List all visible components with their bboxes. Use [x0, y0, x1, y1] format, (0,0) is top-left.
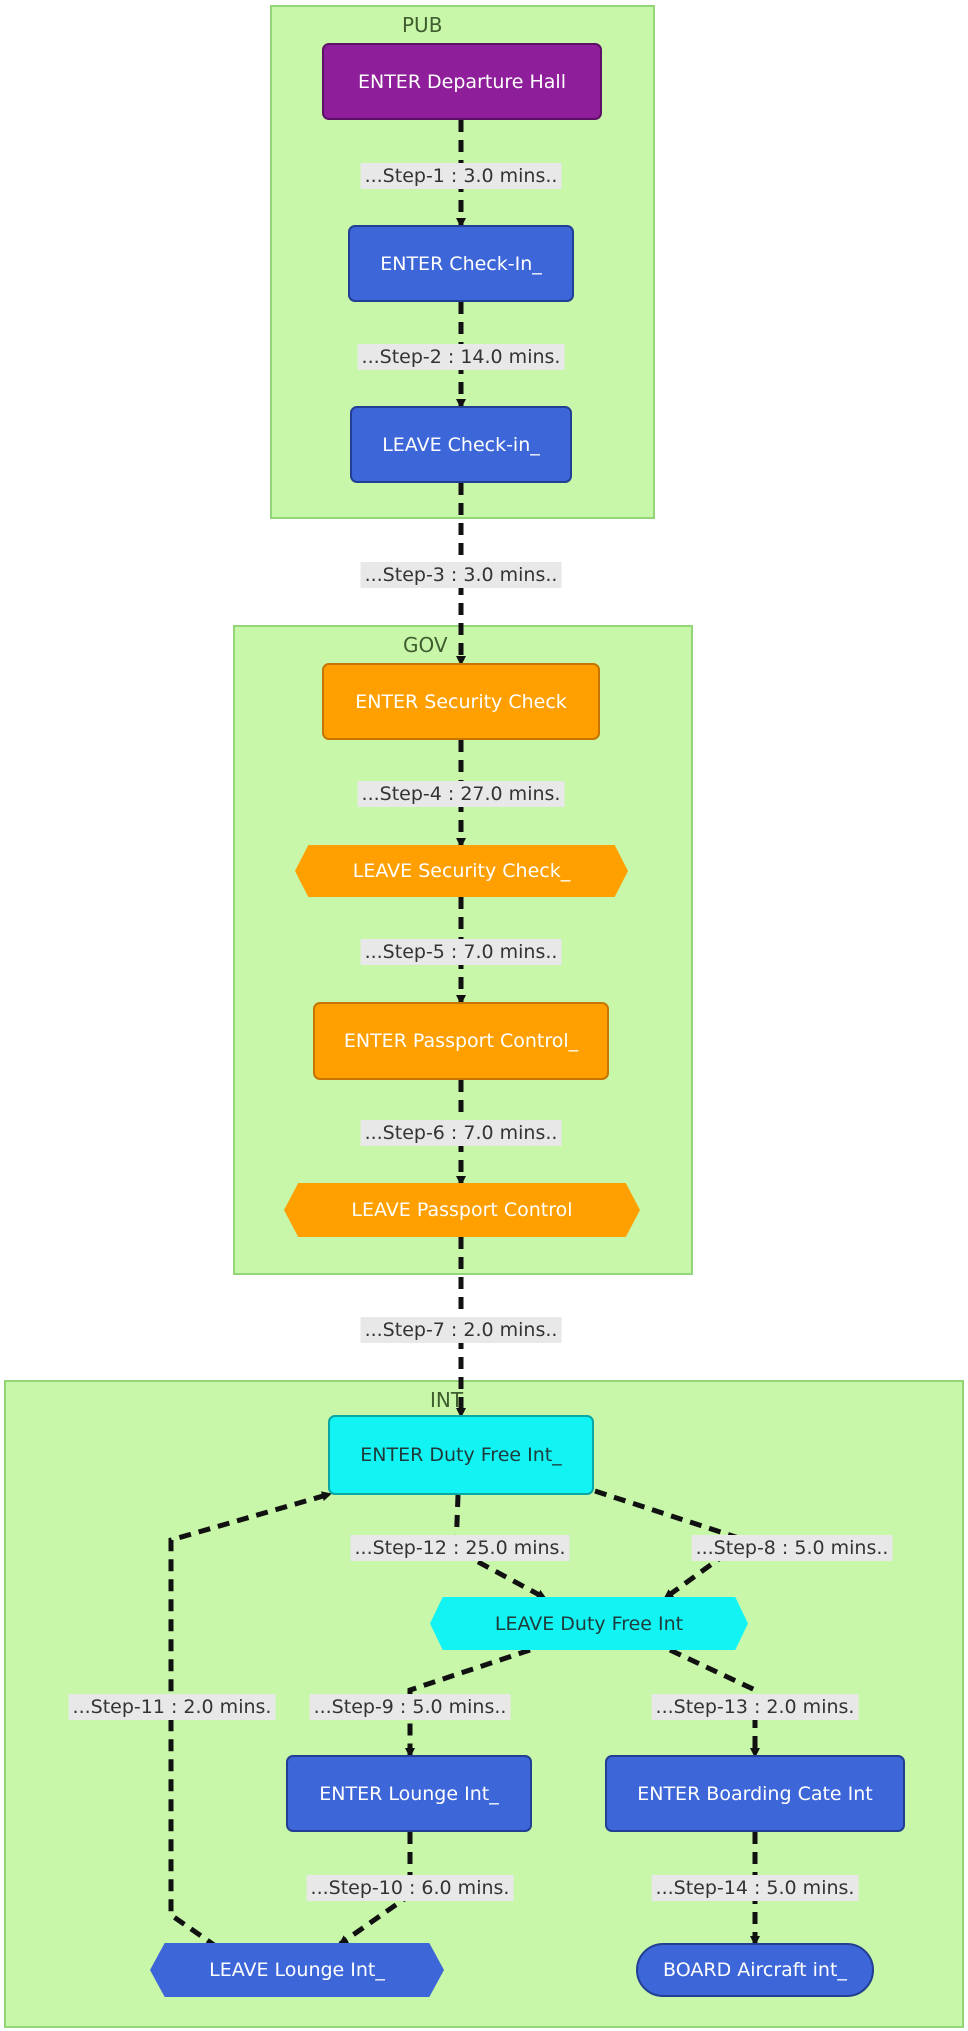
- edge-label-step-1: ...Step-1 : 3.0 mins..: [360, 163, 562, 189]
- edge-label-step-12: ...Step-12 : 25.0 mins.: [350, 1535, 570, 1561]
- node-enter-security-check-label: ENTER Security Check: [355, 690, 567, 713]
- node-leave-check-in: LEAVE Check-in_: [350, 406, 572, 483]
- node-enter-boarding-gate-label: ENTER Boarding Cate Int: [637, 1782, 873, 1805]
- edge-label-step-3: ...Step-3 : 3.0 mins..: [360, 562, 562, 588]
- edge-step-13: [668, 1647, 760, 1758]
- node-leave-lounge: LEAVE Lounge Int_: [150, 1943, 444, 1997]
- node-enter-check-in-label: ENTER Check-In_: [380, 252, 542, 275]
- node-enter-duty-free: ENTER Duty Free Int_: [328, 1415, 594, 1495]
- edge-step-9: [405, 1647, 531, 1758]
- edge-label-step-9: ...Step-9 : 5.0 mins..: [309, 1694, 511, 1720]
- edge-label-step-8: ...Step-8 : 5.0 mins..: [691, 1535, 893, 1561]
- cluster-pub-label: PUB: [402, 13, 443, 37]
- edge-label-step-2: ...Step-2 : 14.0 mins.: [357, 344, 565, 370]
- edge-label-step-11: ...Step-11 : 2.0 mins.: [68, 1694, 276, 1720]
- node-enter-duty-free-label: ENTER Duty Free Int_: [360, 1444, 562, 1466]
- edge-label-step-10: ...Step-10 : 6.0 mins.: [306, 1875, 514, 1901]
- node-leave-security-check: LEAVE Security Check_: [295, 845, 628, 897]
- node-enter-departure-hall-label: ENTER Departure Hall: [357, 70, 566, 93]
- node-board-aircraft-label: BOARD Aircraft int_: [663, 1959, 847, 1981]
- edge-label-step-14: ...Step-14 : 5.0 mins.: [651, 1875, 859, 1901]
- node-enter-check-in: ENTER Check-In_: [348, 225, 574, 302]
- edge-label-step-7: ...Step-7 : 2.0 mins..: [360, 1317, 562, 1343]
- edge-label-step-13: ...Step-13 : 2.0 mins.: [651, 1694, 859, 1720]
- edge-step-11: [168, 1491, 332, 1973]
- edge-step-12: [453, 1494, 547, 1601]
- node-enter-lounge-label: ENTER Lounge Int_: [319, 1782, 499, 1805]
- node-enter-security-check: ENTER Security Check: [322, 663, 600, 740]
- node-leave-duty-free-label: LEAVE Duty Free Int: [494, 1612, 684, 1635]
- edge-label-step-4: ...Step-4 : 27.0 mins.: [357, 781, 565, 807]
- cluster-gov-label: GOV: [403, 633, 448, 657]
- node-leave-passport-control-label: LEAVE Passport Control: [351, 1199, 573, 1221]
- edge-label-step-6: ...Step-6 : 7.0 mins..: [360, 1120, 562, 1146]
- node-leave-check-in-label: LEAVE Check-in_: [382, 433, 540, 456]
- node-enter-passport-control: ENTER Passport Control_: [313, 1002, 609, 1080]
- node-leave-duty-free: LEAVE Duty Free Int: [430, 1597, 748, 1650]
- node-enter-passport-control-label: ENTER Passport Control_: [343, 1030, 579, 1052]
- node-enter-departure-hall: ENTER Departure Hall: [322, 43, 602, 120]
- node-board-aircraft: BOARD Aircraft int_: [636, 1943, 874, 1997]
- node-leave-passport-control: LEAVE Passport Control: [284, 1183, 640, 1237]
- node-leave-security-check-label: LEAVE Security Check_: [352, 860, 571, 882]
- node-enter-boarding-gate: ENTER Boarding Cate Int: [605, 1755, 905, 1832]
- node-enter-lounge: ENTER Lounge Int_: [286, 1755, 532, 1832]
- edge-label-step-5: ...Step-5 : 7.0 mins..: [360, 939, 562, 965]
- node-leave-lounge-label: LEAVE Lounge Int_: [209, 1959, 385, 1981]
- edge-step-8: [594, 1488, 751, 1601]
